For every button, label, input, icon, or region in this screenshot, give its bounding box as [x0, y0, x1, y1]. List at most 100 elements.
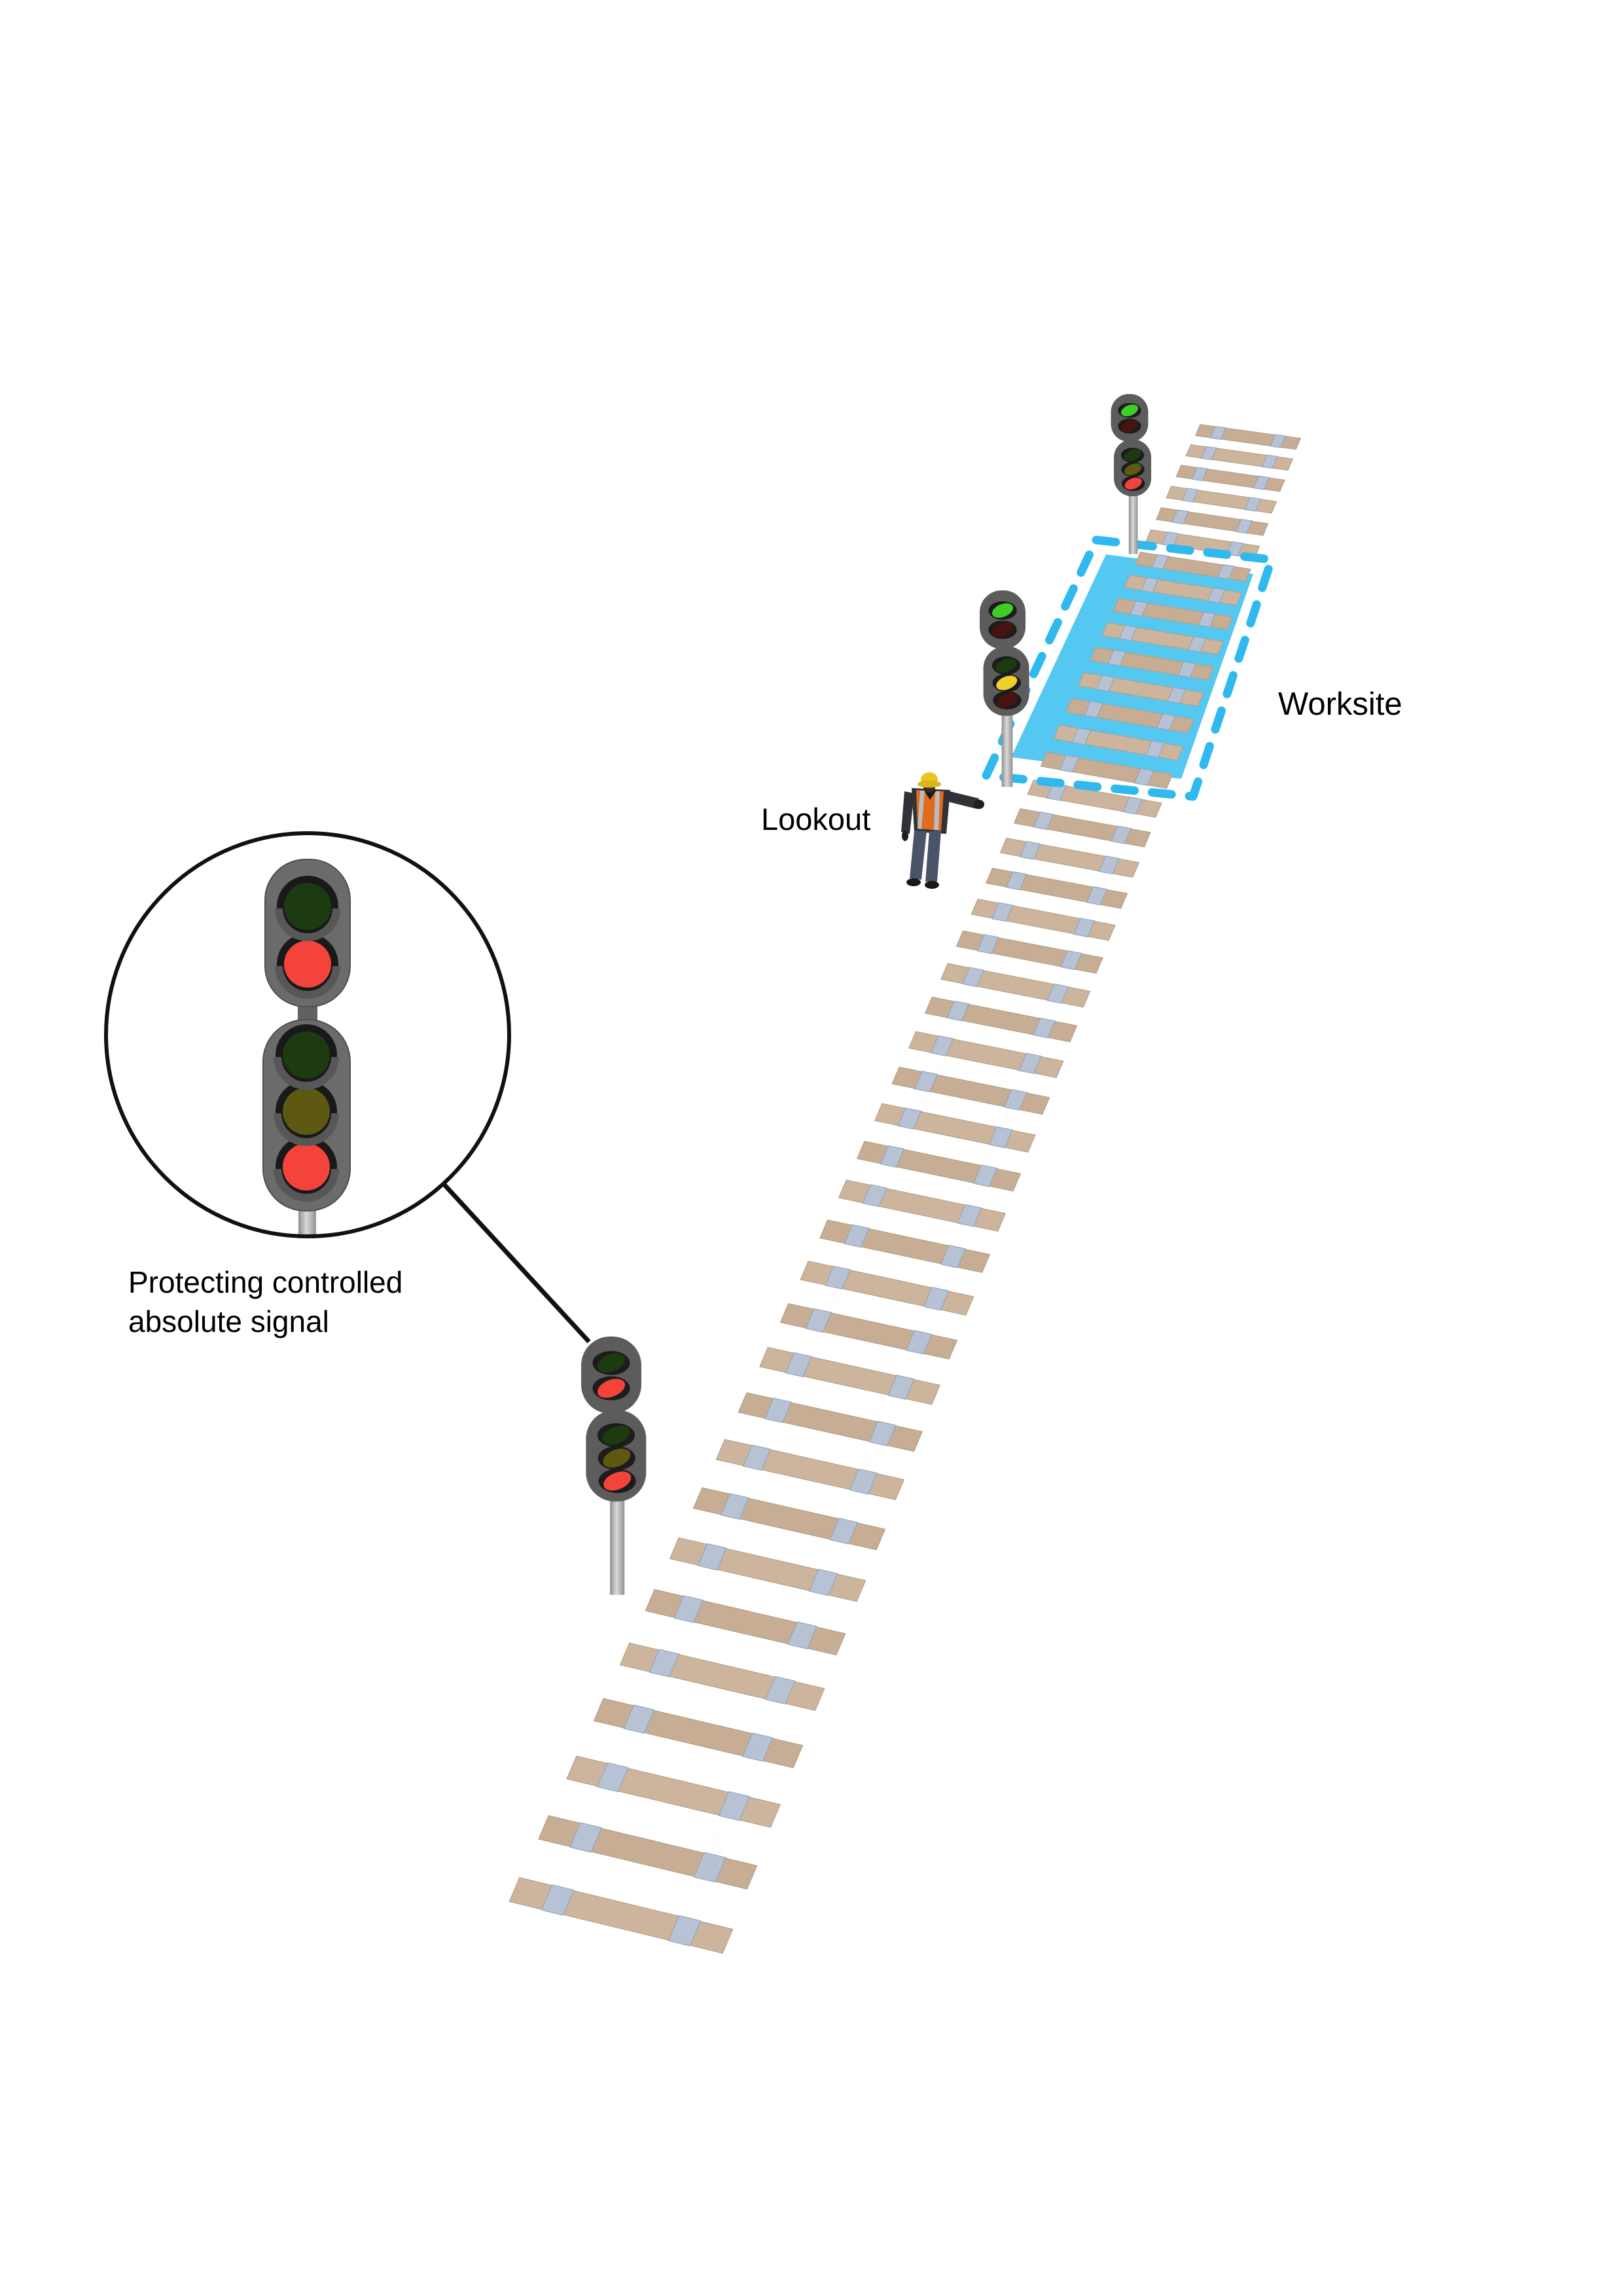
signal-pole: [610, 1496, 625, 1595]
sleeper: [955, 930, 1103, 974]
lamp-red: [284, 941, 331, 988]
lamp-green: [284, 883, 331, 930]
sleeper: [619, 1642, 825, 1711]
protecting-signal-label-line1: Protecting controlled: [128, 1265, 402, 1299]
rail-baseplate: [880, 1145, 905, 1168]
lamp-yellow: [1124, 463, 1142, 476]
rail-baseplate: [1098, 855, 1120, 874]
rail-baseplate: [1187, 636, 1207, 653]
rail-baseplate: [1096, 675, 1115, 692]
rail-baseplate: [1226, 541, 1244, 556]
person-right-arm: [943, 790, 979, 809]
rail-baseplate: [720, 1493, 749, 1520]
rail-baseplate: [1210, 425, 1226, 440]
lamp-hood: [274, 1057, 339, 1090]
hardhat-brim: [918, 780, 941, 788]
rail-baseplate: [1005, 871, 1027, 891]
rail-baseplate: [1020, 840, 1041, 860]
rail-baseplate: [1217, 564, 1235, 580]
sleeper: [566, 1755, 781, 1828]
rail-baseplate: [1033, 811, 1054, 830]
sleeper: [508, 1877, 734, 1954]
rail-baseplate: [1235, 518, 1253, 534]
rail-web-right: [680, 441, 1276, 1931]
person-right-shoe: [925, 881, 939, 889]
rail-baseplate: [1059, 755, 1079, 773]
sleeper: [759, 1347, 940, 1405]
rail-baseplate: [1046, 783, 1067, 801]
callout-leader-line: [442, 1182, 591, 1344]
rail-baseplate: [808, 1568, 838, 1596]
rail-baseplate: [785, 1352, 812, 1378]
lamp-yellow: [283, 1088, 330, 1135]
rail-baseplate: [597, 1762, 629, 1793]
rail-baseplate: [1181, 488, 1199, 503]
rail-baseplate: [541, 1884, 575, 1916]
rail-baseplate: [805, 1308, 832, 1333]
rail-baseplate: [693, 1852, 726, 1883]
rail-baseplate: [623, 1704, 655, 1734]
rail-baseplate: [1198, 611, 1216, 628]
lamp-green: [1120, 404, 1139, 417]
rail-baseplate: [991, 902, 1014, 922]
rail-baseplate: [946, 1000, 970, 1022]
rail-baseplate: [1086, 886, 1108, 906]
rail-baseplate: [1046, 983, 1069, 1004]
person-right-hand: [974, 800, 984, 809]
rail-baseplate: [1107, 649, 1126, 666]
sleeper: [1013, 808, 1151, 848]
sleeper: [999, 837, 1140, 878]
rail-baseplate: [743, 1444, 771, 1471]
vest-stripe: [934, 791, 940, 830]
lamp-green: [1124, 449, 1141, 461]
rail-baseplate: [961, 967, 985, 988]
rail-baseplate: [668, 1915, 702, 1946]
rail-baseplate: [569, 1822, 602, 1853]
lamp-red: [1124, 477, 1142, 490]
sleeper: [924, 996, 1078, 1043]
person-left-arm: [901, 791, 914, 834]
rail-baseplate: [849, 1468, 878, 1495]
lamp-green: [283, 1031, 330, 1079]
person-right-leg: [925, 831, 941, 882]
sleeper: [985, 867, 1128, 909]
sleeper: [819, 1219, 991, 1273]
signal-protecting-magnified: [262, 859, 351, 1238]
sleeper: [940, 963, 1091, 1008]
rail-baseplate: [976, 934, 999, 954]
lamp-red: [603, 1471, 632, 1491]
sleeper: [874, 1103, 1036, 1153]
lamp-hood: [274, 1169, 339, 1202]
sleeper: [800, 1261, 974, 1316]
rail-baseplate: [829, 1518, 859, 1545]
sleeper: [838, 1179, 1006, 1232]
lamp-yellow: [603, 1448, 631, 1468]
rail-baseplate: [1141, 577, 1159, 593]
rail-baseplate: [1244, 497, 1262, 512]
lookout-label: Lookout: [761, 802, 870, 836]
sleeper: [715, 1439, 905, 1500]
sleeper: [593, 1698, 804, 1768]
rail-baseplate: [1207, 587, 1226, 603]
signal-pole: [298, 1208, 316, 1238]
rail-baseplate: [906, 1330, 933, 1355]
rail-baseplate: [931, 1035, 954, 1056]
rail-baseplate: [1122, 797, 1143, 815]
magnifier-circle-outline: [104, 831, 511, 1238]
rail-baseplate: [1073, 918, 1096, 938]
rail-left: [562, 433, 1221, 1903]
rail-baseplate: [1060, 950, 1082, 971]
sleeper: [692, 1487, 886, 1551]
signal-far-worksite: [1111, 394, 1152, 554]
rail-baseplate: [1167, 687, 1186, 704]
signal-pole: [1128, 493, 1138, 554]
rail-baseplate: [825, 1265, 851, 1290]
rail-baseplate: [1084, 700, 1103, 719]
sleeper: [669, 1537, 866, 1602]
rail-baseplate: [923, 1287, 950, 1311]
rail-baseplate: [988, 1126, 1013, 1149]
signal-near-worksite: [980, 590, 1029, 787]
rail-baseplate: [1118, 624, 1137, 641]
